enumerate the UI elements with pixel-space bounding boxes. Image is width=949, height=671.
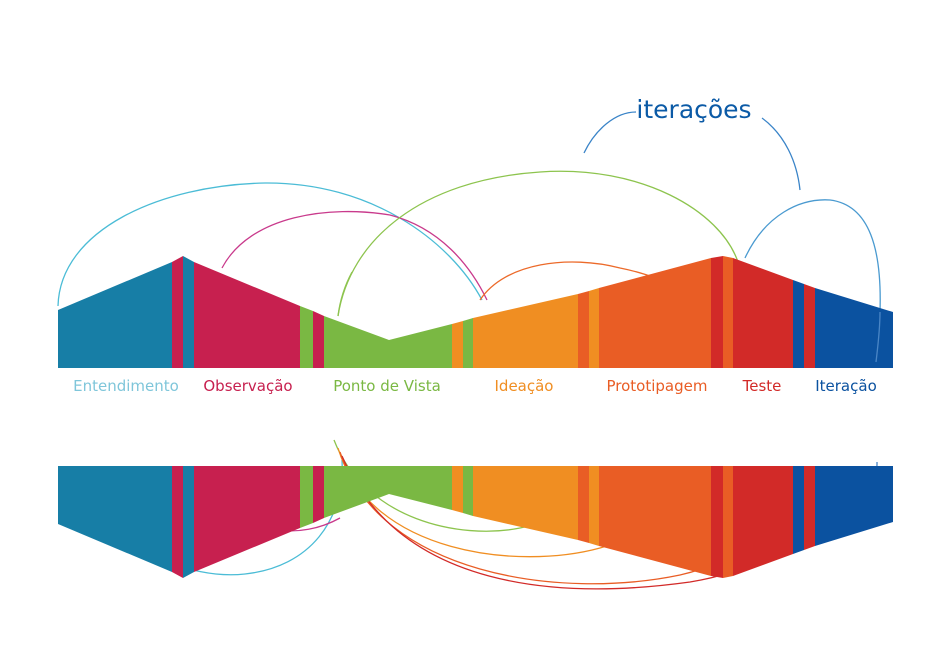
label-strip: [40, 368, 910, 402]
band-ponto-stripe-top: [452, 321, 463, 368]
band-teste-stripe-top: [793, 280, 804, 368]
band-teste-top: [733, 258, 793, 368]
band-observacao-stripe2-top: [313, 311, 324, 368]
band-ideacao-top: [473, 294, 578, 368]
iteration-loops-front: [337, 271, 881, 363]
band-observacao-stripe2-bottom: [313, 466, 324, 523]
band-iteracao-top: [815, 288, 893, 368]
band-ponto-stripe2-top: [463, 318, 473, 368]
band-ideacao-stripe-bottom: [578, 466, 589, 543]
band-ponto-stripe-bottom: [452, 466, 463, 513]
phase-band-bottom: [58, 466, 893, 578]
loop-curve-title-right: [761, 117, 801, 191]
phase-band-top: [58, 256, 893, 368]
band-prototipagem-stripe2-bottom: [723, 466, 733, 578]
band-entendimento-stripe2-top: [183, 256, 194, 368]
band-observacao-stripe-top: [300, 306, 313, 368]
band-ponto-top: [324, 316, 452, 368]
band-prototipagem-stripe-top: [711, 256, 723, 368]
band-observacao-bottom: [194, 466, 300, 572]
diagram-title: iterações: [636, 95, 751, 124]
band-ideacao-stripe2-top: [589, 288, 599, 368]
phase-label-observacao: Observação: [203, 377, 292, 395]
loop-curve-observacao-top: [221, 210, 488, 301]
band-entendimento-stripe-top: [172, 256, 183, 368]
loop-curve-ponto-top: [337, 170, 739, 317]
band-ideacao-bottom: [473, 466, 578, 540]
phase-label-teste: Teste: [742, 377, 782, 395]
phase-label-iteracao: Iteração: [815, 377, 877, 395]
band-prototipagem-stripe2-top: [723, 256, 733, 368]
band-ideacao-stripe2-bottom: [589, 466, 599, 546]
band-ponto-stripe2-bottom: [463, 466, 473, 516]
loop-curve-ponto-front: [337, 271, 353, 317]
band-prototipagem-stripe-bottom: [711, 466, 723, 578]
phase-label-ideacao: Ideação: [495, 377, 554, 395]
phase-label-prototipagem: Prototipagem: [607, 377, 708, 395]
band-prototipagem-bottom: [599, 466, 711, 576]
band-entendimento-top: [58, 262, 172, 368]
band-ideacao-stripe-top: [578, 291, 589, 368]
loop-curve-teste-top: [744, 199, 881, 313]
band-ponto-bottom: [324, 466, 452, 518]
band-teste-stripe2-bottom: [804, 466, 815, 550]
loop-curve-entendimento-top: [57, 182, 483, 307]
band-teste-stripe-bottom: [793, 466, 804, 554]
band-iteracao-bottom: [815, 466, 893, 546]
band-entendimento-stripe2-bottom: [183, 466, 194, 578]
band-prototipagem-top: [599, 258, 711, 368]
phase-label-ponto-de-vista: Ponto de Vista: [333, 377, 441, 395]
loop-curve-iteracao-front: [875, 311, 881, 363]
band-observacao-top: [194, 262, 300, 368]
phase-label-entendimento: Entendimento: [73, 377, 179, 395]
band-observacao-stripe-bottom: [300, 466, 313, 528]
band-teste-stripe2-top: [804, 284, 815, 368]
phase-labels: Entendimento Observação Ponto de Vista I…: [73, 377, 877, 395]
band-entendimento-stripe-bottom: [172, 466, 183, 578]
loop-curve-title-left: [583, 111, 637, 154]
band-entendimento-bottom: [58, 466, 172, 572]
band-teste-bottom: [733, 466, 793, 576]
